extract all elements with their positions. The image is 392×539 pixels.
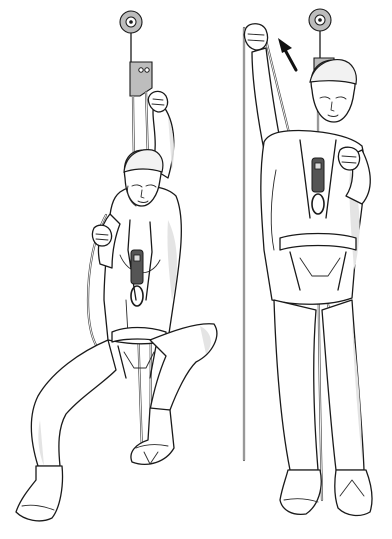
right-panel <box>244 9 372 515</box>
pulley-icon <box>120 11 142 62</box>
anchor-plate <box>130 62 152 96</box>
left-hanging-leg <box>16 340 116 521</box>
left-bent-leg <box>131 324 217 465</box>
left-panel <box>16 11 217 521</box>
arrow-up-icon <box>278 38 296 70</box>
right-legs <box>274 300 372 515</box>
pulley-icon <box>309 9 331 58</box>
right-raised-arm <box>244 24 282 150</box>
